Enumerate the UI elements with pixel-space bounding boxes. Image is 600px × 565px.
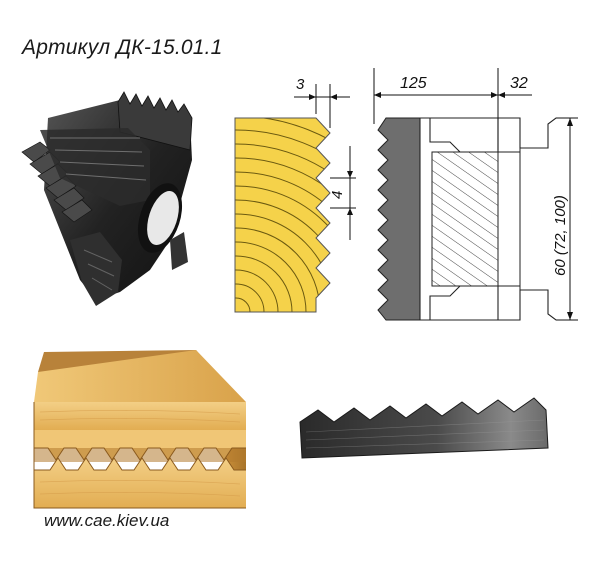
dim-height-label: 60 (72, 100): [552, 195, 569, 276]
wood-block: [33, 350, 246, 509]
saw-knife: [299, 397, 549, 459]
cutter-section: 125 32 60 (72, 100): [373, 68, 578, 321]
dim-bore-label: 32: [510, 75, 528, 92]
dim-depth-label: 4: [329, 191, 346, 199]
website-link[interactable]: www.cae.kiev.ua: [44, 511, 170, 530]
dim-diameter-label: 125: [400, 75, 427, 92]
wood-profile: 3 4: [234, 76, 356, 313]
article-title: Артикул ДК-15.01.1: [22, 36, 223, 59]
dim-pitch-label: 3: [296, 76, 305, 93]
cutter-photo: [21, 91, 193, 306]
